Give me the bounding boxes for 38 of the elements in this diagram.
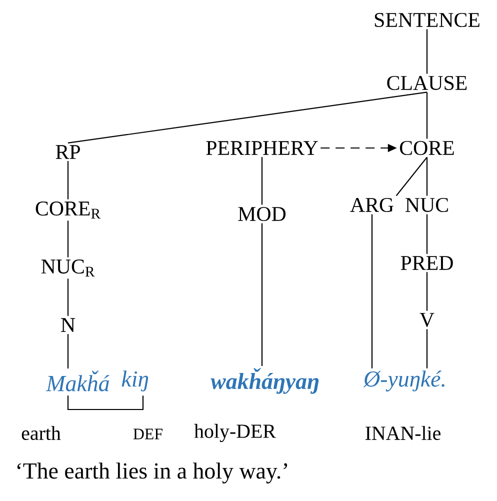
tree-line	[371, 214, 373, 368]
tree-line	[426, 92, 428, 139]
tree-node-label: N	[61, 318, 76, 332]
tree-line	[261, 157, 263, 205]
translation: ‘The earth lies in a holy way.’	[17, 462, 288, 484]
tree-line	[261, 223, 263, 366]
tree-line	[396, 156, 428, 196]
tree-line	[67, 220, 69, 258]
tree-line	[67, 161, 69, 200]
lakota-word: Ø-yuŋké.	[363, 370, 444, 392]
tree-node-label: RP	[56, 145, 80, 159]
tree-node-label: NUC	[406, 198, 448, 212]
tree-line	[426, 214, 428, 254]
gloss: earth	[22, 426, 61, 440]
tree-line	[426, 329, 428, 368]
tree-line	[426, 29, 428, 74]
gloss: holy-DER	[194, 424, 276, 442]
tree-line	[426, 157, 428, 196]
tree-node-label: V	[420, 313, 434, 327]
tree-line	[67, 278, 69, 316]
bracket	[67, 396, 144, 410]
tree-node-label: CORE	[400, 140, 454, 156]
tree-node-label: PRED	[400, 256, 453, 270]
tree-node-label: CLAUSE	[387, 76, 467, 90]
tree-node-label: MOD	[238, 206, 286, 222]
tree-line	[68, 92, 428, 144]
tree-node-label: ARG	[350, 198, 394, 212]
gloss: INAN-lie	[366, 426, 440, 440]
gloss: DEF	[133, 428, 162, 440]
tree-node-label: CORE$_{R}$	[36, 202, 101, 218]
tree-node-label: PERIPHERY	[206, 141, 318, 155]
lakota-word: Makȟá	[46, 370, 110, 392]
tree-line	[67, 334, 69, 368]
tree-line	[426, 272, 428, 311]
lakota-word: kiŋ	[122, 370, 148, 392]
tree-node-label: NUC$_{R}$	[41, 260, 95, 276]
lakota-word: wakȟáŋyaŋ	[210, 368, 319, 394]
tree-node-label: SENTENCE	[374, 12, 480, 28]
